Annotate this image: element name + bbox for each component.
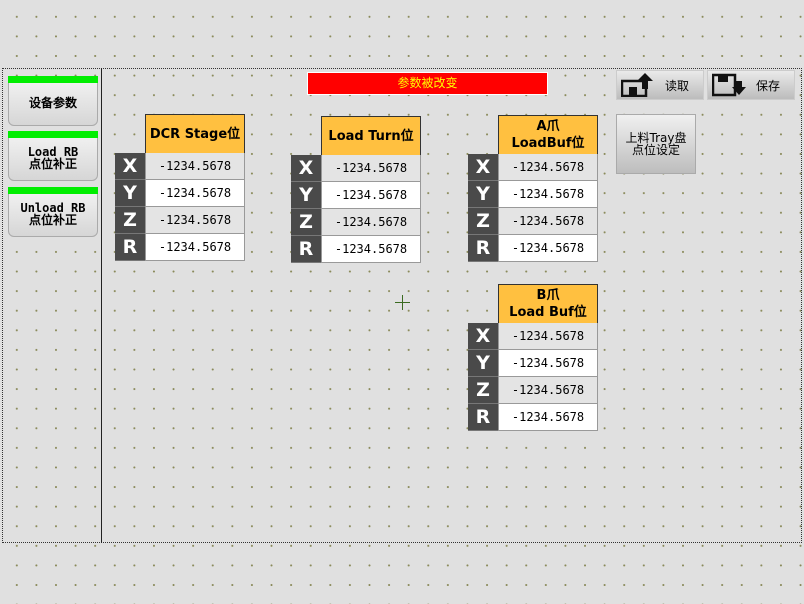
save-icon <box>712 73 746 97</box>
axis-value-input[interactable]: -1234.5678 <box>498 323 598 350</box>
crosshair-icon <box>395 295 410 310</box>
table-row: R-1234.5678 <box>468 235 598 262</box>
upload-icon <box>621 73 653 97</box>
table-row: Z-1234.5678 <box>115 207 245 234</box>
nav-label: 设备参数 <box>28 96 77 110</box>
axis-label: Y <box>115 180 145 207</box>
save-label: 保存 <box>756 78 781 93</box>
axis-value-input[interactable]: -1234.5678 <box>145 207 245 234</box>
table-row: Y-1234.5678 <box>115 180 245 207</box>
axis-value-input[interactable]: -1234.5678 <box>498 181 598 208</box>
axis-label: Z <box>468 377 498 404</box>
table-row: R-1234.5678 <box>115 234 245 261</box>
table-row: Z-1234.5678 <box>291 209 421 236</box>
status-banner: 参数被改变 <box>307 72 548 95</box>
table-row: R-1234.5678 <box>291 236 421 263</box>
table-row: X-1234.5678 <box>291 155 421 182</box>
axis-value-input[interactable]: -1234.5678 <box>498 350 598 377</box>
axis-label: Y <box>291 182 321 209</box>
axis-value-input[interactable]: -1234.5678 <box>498 208 598 235</box>
axis-label: R <box>291 236 321 263</box>
axis-label: R <box>468 404 498 431</box>
nav-label: Unload RB 点位补正 <box>20 201 86 227</box>
save-button[interactable]: 保存 <box>707 70 795 100</box>
axis-label: X <box>468 323 498 350</box>
table-row: R-1234.5678 <box>468 404 598 431</box>
axis-label: Y <box>468 181 498 208</box>
nav-unload-rb-button[interactable]: Unload RB 点位补正 <box>8 187 98 237</box>
divider <box>101 68 102 543</box>
axis-label: Z <box>115 207 145 234</box>
nav-device-params-button[interactable]: 设备参数 <box>8 76 98 126</box>
table-title: DCR Stage位 <box>145 114 245 154</box>
axis-label: R <box>115 234 145 261</box>
read-label: 读取 <box>665 78 690 93</box>
axis-value-input[interactable]: -1234.5678 <box>498 154 598 181</box>
table-title: Load Turn位 <box>321 116 421 156</box>
axis-label: X <box>291 155 321 182</box>
axis-value-input[interactable]: -1234.5678 <box>498 404 598 431</box>
axis-value-input[interactable]: -1234.5678 <box>498 235 598 262</box>
table-row: X-1234.5678 <box>115 153 245 180</box>
axis-value-input[interactable]: -1234.5678 <box>145 180 245 207</box>
content-frame <box>2 68 802 543</box>
axis-value-input[interactable]: -1234.5678 <box>145 234 245 261</box>
active-indicator <box>8 187 98 194</box>
nav-load-rb-button[interactable]: Load RB 点位补正 <box>8 131 98 181</box>
table-row: Y-1234.5678 <box>291 182 421 209</box>
axis-value-input[interactable]: -1234.5678 <box>321 182 421 209</box>
axis-value-input[interactable]: -1234.5678 <box>145 153 245 180</box>
table-title: A爪 LoadBuf位 <box>498 115 598 155</box>
table-row: Z-1234.5678 <box>468 377 598 404</box>
axis-value-input[interactable]: -1234.5678 <box>321 209 421 236</box>
table-row: Z-1234.5678 <box>468 208 598 235</box>
axis-value-input[interactable]: -1234.5678 <box>321 155 421 182</box>
axis-label: Y <box>468 350 498 377</box>
tray-position-button[interactable]: 上料Tray盘 点位设定 <box>616 114 696 174</box>
axis-label: X <box>115 153 145 180</box>
axis-label: R <box>468 235 498 262</box>
read-button[interactable]: 读取 <box>616 70 704 100</box>
axis-value-input[interactable]: -1234.5678 <box>498 377 598 404</box>
table-row: X-1234.5678 <box>468 154 598 181</box>
axis-label: Z <box>291 209 321 236</box>
active-indicator <box>8 131 98 138</box>
nav-label: Load RB 点位补正 <box>27 145 79 171</box>
axis-label: Z <box>468 208 498 235</box>
table-title: B爪 Load Buf位 <box>498 284 598 324</box>
table-row: Y-1234.5678 <box>468 350 598 377</box>
axis-label: X <box>468 154 498 181</box>
table-row: X-1234.5678 <box>468 323 598 350</box>
table-row: Y-1234.5678 <box>468 181 598 208</box>
active-indicator <box>8 76 98 83</box>
axis-value-input[interactable]: -1234.5678 <box>321 236 421 263</box>
